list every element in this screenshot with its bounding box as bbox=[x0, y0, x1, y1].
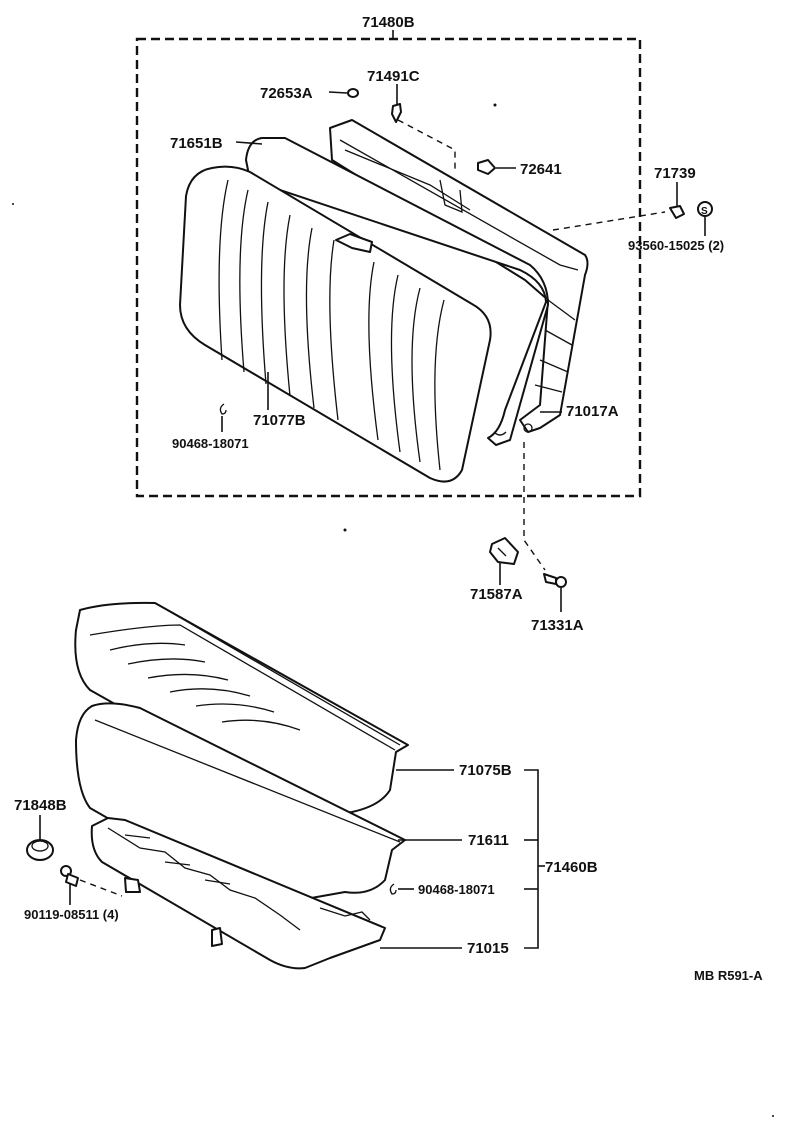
seatback-cover-71077b bbox=[179, 165, 492, 483]
seat-cushion-frame-71015 bbox=[90, 817, 386, 970]
dash-71587a bbox=[523, 442, 546, 571]
hog-ring-90468-upper bbox=[219, 403, 227, 415]
nut-93560: S bbox=[697, 201, 713, 217]
speck bbox=[343, 528, 347, 532]
bracket-71739 bbox=[669, 205, 685, 219]
label-71015: 71015 bbox=[467, 940, 509, 957]
label-71075b: 71075B bbox=[459, 762, 512, 779]
dash-71739 bbox=[552, 211, 666, 231]
hog-ring-90468-lower bbox=[389, 883, 397, 895]
label-71331a: 71331A bbox=[531, 617, 584, 634]
dash-71491c bbox=[397, 119, 456, 172]
label-71651b: 71651B bbox=[170, 135, 223, 152]
label-71848b: 71848B bbox=[14, 797, 67, 814]
label-71739: 71739 bbox=[654, 165, 696, 182]
seat-cushion-cover-71075b bbox=[74, 601, 409, 815]
label-90468-upper: 90468-18071 bbox=[172, 436, 249, 451]
seatback-pad-71651b bbox=[245, 137, 549, 446]
label-71491c: 71491C bbox=[367, 68, 420, 85]
label-90119: 90119-08511 (4) bbox=[24, 907, 119, 922]
bracket-71460b bbox=[524, 769, 539, 949]
assembly-box-71480b bbox=[135, 37, 642, 498]
leader-71651b bbox=[235, 141, 263, 145]
bolt-71491c bbox=[391, 103, 402, 123]
speck bbox=[12, 203, 14, 205]
hinge-cover-71587a bbox=[489, 537, 519, 565]
label-72653a: 72653A bbox=[260, 85, 313, 102]
stopper-71848b bbox=[26, 839, 54, 861]
svg-text:S: S bbox=[701, 206, 708, 217]
bolt-90119 bbox=[60, 865, 79, 887]
grommet-72641 bbox=[477, 159, 496, 175]
speck bbox=[493, 103, 497, 107]
label-71587a: 71587A bbox=[470, 586, 523, 603]
drawing-code: MB R591-A bbox=[694, 968, 763, 983]
label-71017a: 71017A bbox=[566, 403, 619, 420]
label-90468-lower: 90468-18071 bbox=[418, 882, 495, 897]
label-71077b: 71077B bbox=[253, 412, 306, 429]
speck bbox=[772, 1115, 774, 1117]
label-71611: 71611 bbox=[468, 832, 509, 849]
dash-90119 bbox=[79, 879, 123, 897]
label-72641: 72641 bbox=[520, 161, 562, 178]
clip-72653a bbox=[347, 88, 359, 98]
label-93560: 93560-15025 (2) bbox=[628, 238, 724, 253]
label-71460b: 71460B bbox=[545, 859, 598, 876]
label-71480b: 71480B bbox=[362, 14, 415, 31]
bolt-71331a bbox=[543, 573, 567, 588]
leader-72653a bbox=[328, 91, 348, 94]
